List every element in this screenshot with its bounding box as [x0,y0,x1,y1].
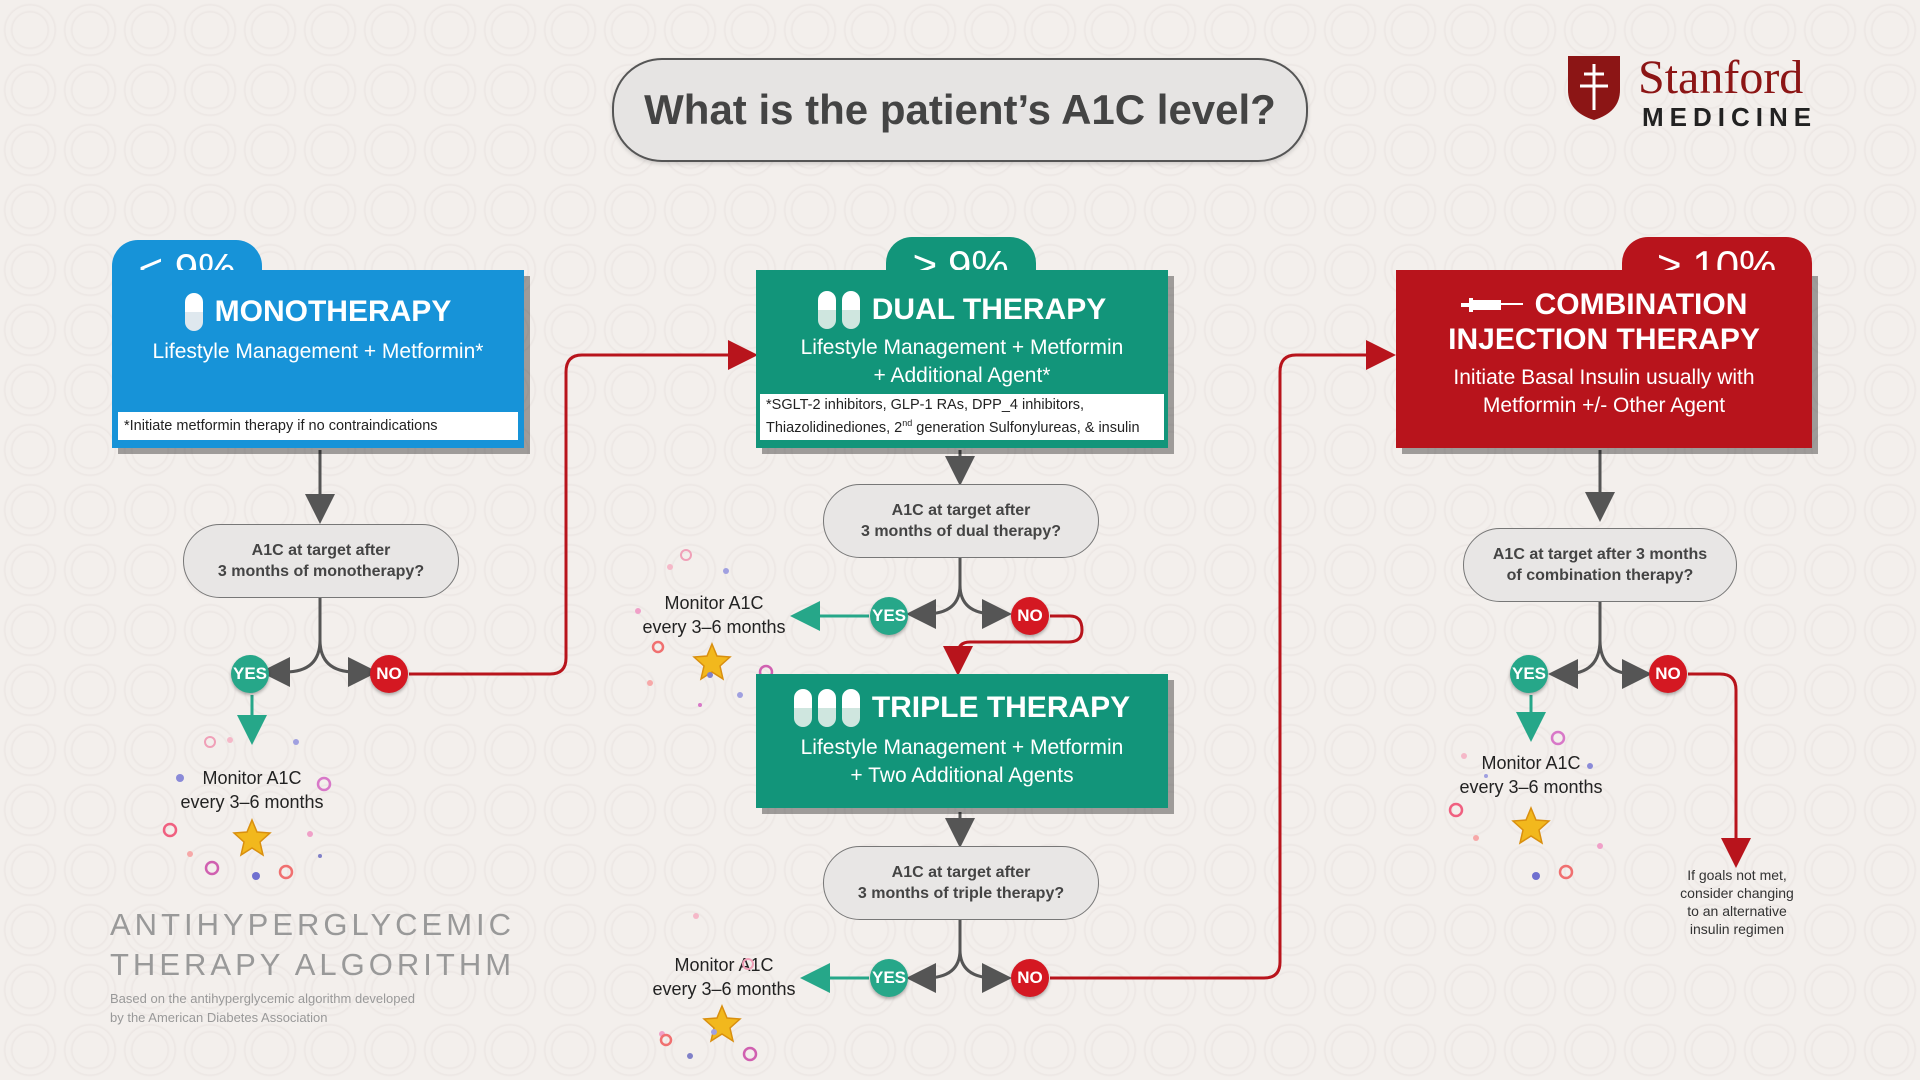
combo-monitor-line2: every 3–6 months [1459,777,1603,797]
combo-title-line2: INJECTION THERAPY [1448,323,1760,356]
mono-decision-line2: 3 months of monotherapy? [217,563,425,580]
star-icon [692,642,732,681]
combo-subtitle-line2: Metformin +/- Other Agent [1482,394,1726,417]
dual-monitor-line2: every 3–6 months [642,617,786,637]
algorithm-title-line1: ANTIHYPERGLYCEMIC [110,907,516,942]
algorithm-title-line2: THERAPY ALGORITHM [110,947,516,982]
triple-decision-line2: 3 months of triple therapy? [857,885,1065,902]
mono-yes: YES [231,655,269,693]
dual-monitor: Monitor A1C every 3–6 months [632,591,796,639]
logo-subtitle: MEDICINE [1642,102,1818,132]
triple-yes: YES [870,959,908,997]
dual-subtitle-line1: Lifestyle Management + Metformin [800,336,1124,359]
dual-title: DUAL THERAPY [871,293,1107,326]
mono-decision: A1C at target after 3 months of monothera… [183,524,459,598]
dual-yes: YES [870,597,908,635]
dual-note: *SGLT-2 inhibitors, GLP-1 RAs, DPP_4 inh… [760,394,1164,440]
combo-confetti [1448,730,1603,880]
algorithm-source-line1: Based on the antihyperglycemic algorithm… [110,991,415,1006]
triple-therapy-box: TRIPLE THERAPY Lifestyle Management + Me… [756,674,1168,808]
combo-monitor: Monitor A1C every 3–6 months [1449,751,1613,799]
dual-note-line2: Thiazolidinediones, 2nd generation Sulfo… [766,414,1158,437]
algorithm-title: ANTIHYPERGLYCEMIC THERAPY ALGORITHM [110,905,515,985]
logo-name: Stanford [1638,51,1804,104]
combo-title-line1: COMBINATION [1534,288,1748,321]
triple-subtitle-line2: + Two Additional Agents [850,764,1074,787]
star-icon [702,1004,742,1043]
alt-note-line3: to an alternative [1687,903,1787,919]
combo-decision-line1: A1C at target after 3 months [1492,546,1708,563]
syringe-icon [1460,298,1523,312]
triple-decision-line1: A1C at target after [891,864,1031,881]
a1c-level-question: What is the patient’s A1C level? [612,58,1308,162]
mono-confetti [162,736,332,880]
monotherapy-box: MONOTHERAPY Lifestyle Management + Metfo… [112,270,524,448]
triple-no: NO [1011,959,1049,997]
dual-note-line2b: generation Sulfonylureas, & insulin [912,419,1140,436]
mono-monitor: Monitor A1C every 3–6 months [170,766,334,814]
triple-title-row: TRIPLE THERAPY [756,688,1168,728]
alt-note-line4: insulin regimen [1689,921,1785,937]
dual-decision: A1C at target after 3 months of dual ther… [823,484,1099,558]
star-icon [1511,806,1551,845]
algorithm-source: Based on the antihyperglycemic algorithm… [110,989,490,1027]
dual-note-line2a: Thiazolidinediones, 2 [766,419,903,436]
mono-decision-line1: A1C at target after [251,542,391,559]
combo-title-row: COMBINATION [1396,288,1812,322]
dual-therapy-box: DUAL THERAPY Lifestyle Management + Metf… [756,270,1168,448]
triple-subtitle-line1: Lifestyle Management + Metformin [800,736,1124,759]
algorithm-source-line2: by the American Diabetes Association [110,1010,328,1025]
stanford-shield-icon [1568,56,1620,120]
dual-decision-line1: A1C at target after [891,502,1031,519]
dual-note-line1: *SGLT-2 inhibitors, GLP-1 RAs, DPP_4 inh… [766,397,1085,413]
mono-note: *Initiate metformin therapy if no contra… [118,412,518,440]
dual-confetti [635,549,774,707]
combo-subtitle-line1: Initiate Basal Insulin usually with [1453,366,1755,389]
mono-no: NO [370,655,408,693]
dual-no: NO [1011,597,1049,635]
triple-pill-icon [793,689,860,727]
dual-subtitle-line2: + Additional Agent* [873,364,1051,387]
dual-monitor-line1: Monitor A1C [664,593,764,613]
triple-monitor-line2: every 3–6 months [652,979,796,999]
mono-subtitle: Lifestyle Management + Metformin* [152,340,484,363]
alternative-regimen-note: If goals not met, consider changing to a… [1662,866,1812,938]
stanford-medicine-logo: Stanford MEDICINE [1566,51,1830,132]
combination-therapy-box: COMBINATION INJECTION THERAPY Initiate B… [1396,270,1812,448]
combo-decision: A1C at target after 3 months of combinati… [1463,528,1737,602]
triple-decision: A1C at target after 3 months of triple th… [823,846,1099,920]
mono-monitor-line2: every 3–6 months [180,792,324,812]
single-pill-icon [184,293,203,331]
star-icon [232,818,272,857]
triple-monitor: Monitor A1C every 3–6 months [642,953,806,1001]
combo-decision-line2: of combination therapy? [1506,567,1694,584]
mono-title: MONOTHERAPY [214,295,452,328]
double-pill-icon [817,291,860,329]
alt-note-line2: consider changing [1680,885,1794,901]
combo-yes: YES [1510,655,1548,693]
triple-confetti [659,913,758,1062]
dual-note-sup: nd [902,418,913,428]
dual-title-row: DUAL THERAPY [756,290,1168,330]
triple-title: TRIPLE THERAPY [871,691,1131,724]
alt-note-line1: If goals not met, [1687,867,1787,883]
dual-decision-line2: 3 months of dual therapy? [860,523,1061,540]
mono-monitor-line1: Monitor A1C [202,768,302,788]
mono-title-row: MONOTHERAPY [112,292,524,332]
combo-monitor-line1: Monitor A1C [1481,753,1581,773]
combo-no: NO [1649,655,1687,693]
